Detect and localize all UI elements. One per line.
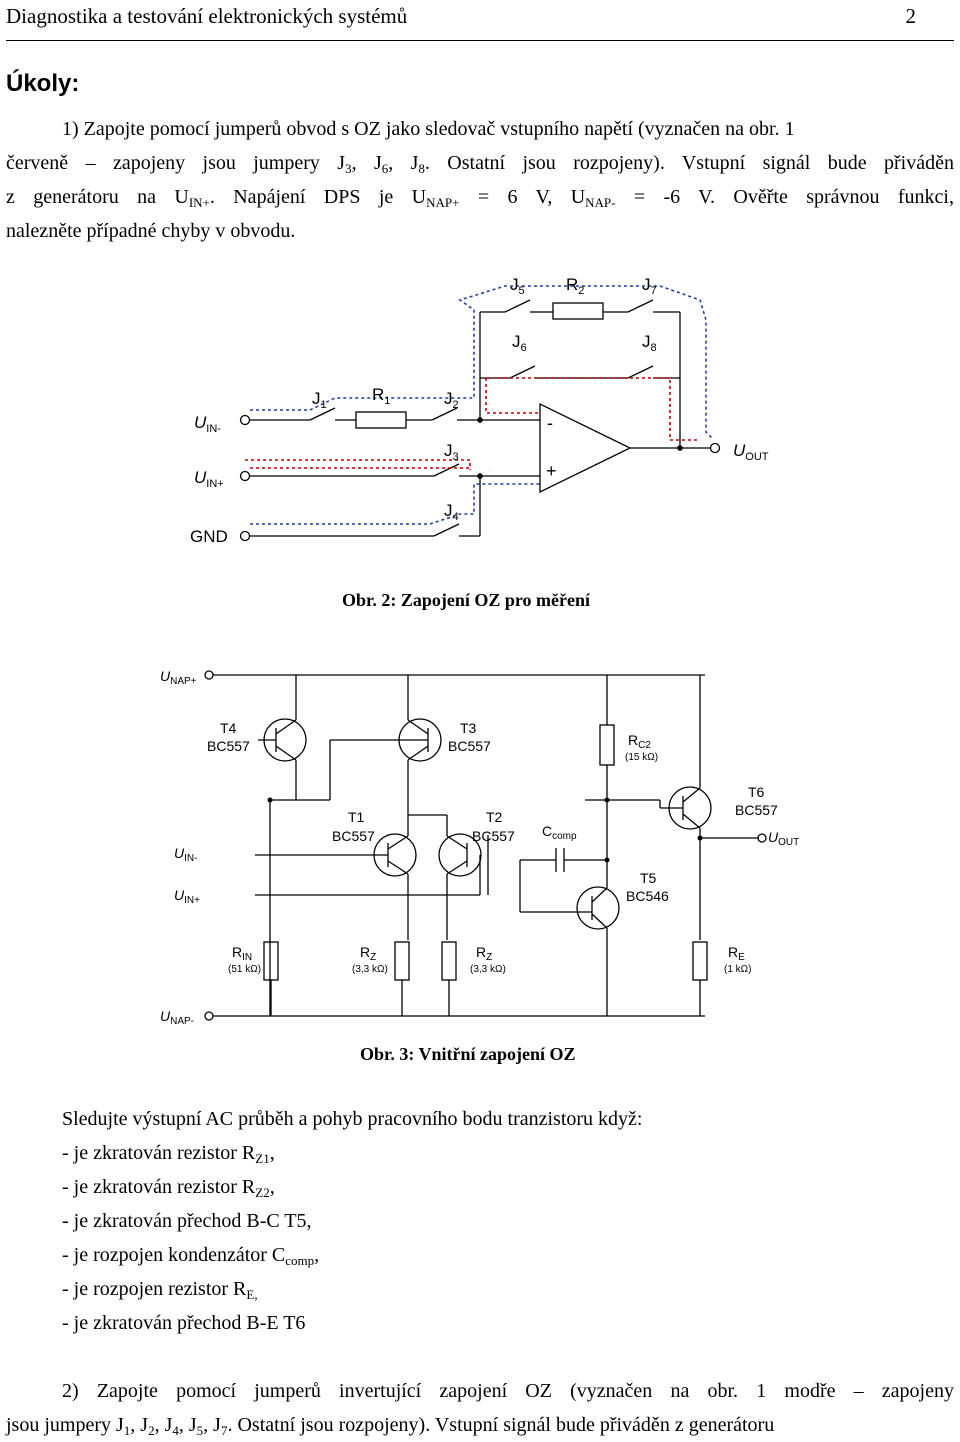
task-2-line-2: jsou jumpery J1, J2, J4, J5, J7. Ostatní… [6, 1414, 775, 1438]
label-r1: R1 [372, 385, 390, 407]
label-j1: J1 [312, 389, 327, 411]
label-rz1: RZ [360, 944, 376, 963]
label-t6: T6 [748, 784, 765, 800]
figure-3-schematic: UNAP+ UNAP- T4 BC557 T3 BC557 T1 BC557 T… [160, 668, 799, 1027]
label-uin-plus: UIN+ [194, 468, 224, 490]
section-heading: Úkoly: [6, 70, 80, 97]
label-rin: RIN [232, 944, 252, 963]
task-1-line-3: z generátoru na UIN+. Napájení DPS je UN… [6, 186, 954, 210]
label-rz2-value: (3,3 kΩ) [470, 964, 506, 975]
label-rc2-value: (15 kΩ) [625, 752, 658, 763]
label-j5: J5 [510, 275, 525, 297]
label-t1-type: BC557 [332, 828, 375, 844]
page-header: Diagnostika a testování elektronických s… [6, 0, 954, 41]
label-gnd: GND [190, 527, 228, 546]
task-1-paragraph: 1) Zapojte pomocí jumperů obvod s OZ jak… [6, 112, 954, 248]
page-number: 2 [905, 4, 917, 28]
label-re: RE [728, 944, 745, 963]
label-t2-type: BC557 [472, 828, 515, 844]
label-j2: J2 [444, 389, 459, 411]
opamp-plus: + [546, 461, 557, 481]
list-item: - je zkratován přechod B-C T5, [62, 1210, 312, 1232]
task-1-line-1: 1) Zapojte pomocí jumperů obvod s OZ jak… [62, 118, 795, 140]
observation-list: Sledujte výstupní AC průběh a pohyb prac… [62, 1102, 642, 1340]
list-item: - je zkratován rezistor RZ2, [62, 1176, 275, 1200]
label-j8: J8 [642, 332, 657, 354]
list-item: - je zkratován rezistor RZ1, [62, 1142, 275, 1166]
task-1-line-2: červeně – zapojeny jsou jumpery J3, J6, … [6, 152, 954, 176]
label-t3-type: BC557 [448, 738, 491, 754]
label-t4: T4 [220, 720, 237, 736]
task-1-line-4: nalezněte případné chyby v obvodu. [6, 220, 296, 242]
label-t3: T3 [460, 720, 477, 736]
label-t1: T1 [348, 809, 365, 825]
figure-3-caption: Obr. 3: Vnitřní zapojení OZ [360, 1044, 576, 1064]
label-j3: J3 [444, 441, 459, 463]
label-t6-type: BC557 [735, 802, 778, 818]
task-2-line-1: 2) Zapojte pomocí jumperů invertující za… [62, 1380, 954, 1402]
label-unap-plus: UNAP+ [160, 668, 197, 687]
label-rc2: RC2 [628, 732, 651, 751]
label-re-value: (1 kΩ) [724, 964, 751, 975]
task-2-paragraph: 2) Zapojte pomocí jumperů invertující za… [6, 1374, 954, 1442]
observation-intro: Sledujte výstupní AC průběh a pohyb prac… [62, 1108, 643, 1130]
figure-2-schematic: J5 R2 J7 J6 J8 J1 R1 J2 J3 J4 UIN- UIN+ … [190, 275, 769, 546]
label-t4-type: BC557 [207, 738, 250, 754]
list-item: - je zkratován přechod B-E T6 [62, 1312, 306, 1334]
opamp-minus: - [547, 413, 553, 433]
label-unap-minus: UNAP- [160, 1008, 194, 1027]
label-uout: UOUT [733, 441, 769, 463]
list-item: - je rozpojen rezistor RE, [62, 1278, 258, 1302]
list-item: - je rozpojen kondenzátor Ccomp, [62, 1244, 320, 1268]
label-j7: J7 [642, 275, 657, 297]
label-rin-value: (51 kΩ) [228, 964, 261, 975]
label-rz2: RZ [476, 944, 492, 963]
label-j4: J4 [444, 501, 459, 523]
label-rz1-value: (3,3 kΩ) [352, 964, 388, 975]
label-ccomp: Ccomp [542, 823, 577, 842]
label-uin-plus: UIN+ [174, 887, 200, 906]
figure-2-caption: Obr. 2: Zapojení OZ pro měření [342, 590, 591, 610]
label-t5-type: BC546 [626, 888, 669, 904]
label-uin-minus: UIN- [174, 845, 197, 864]
label-r2: R2 [566, 275, 584, 297]
label-uin-minus: UIN- [194, 413, 221, 435]
label-uout: UOUT [768, 829, 799, 848]
label-t5: T5 [640, 870, 657, 886]
label-t2: T2 [486, 809, 503, 825]
document-title: Diagnostika a testování elektronických s… [6, 4, 408, 28]
label-j6: J6 [512, 332, 527, 354]
